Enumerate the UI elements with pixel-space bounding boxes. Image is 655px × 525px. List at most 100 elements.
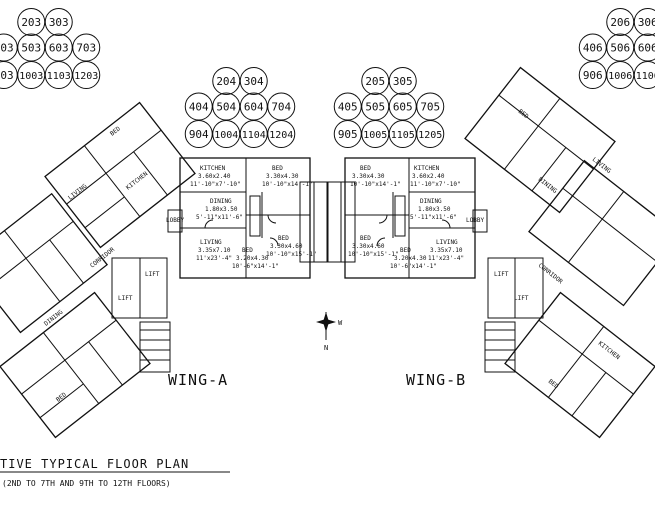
wing-b-room-labels: BED 3.30x4.30 10'-10"x14'-1" KITCHEN 3.6…: [348, 165, 564, 302]
wing-a-label: WING-A: [168, 371, 228, 389]
unit-circle: [44, 8, 73, 36]
room-name: KITCHEN: [125, 170, 150, 191]
wing-b-central-block: [326, 157, 488, 279]
unit-number-label: 604: [244, 101, 264, 114]
room-name: BED: [242, 247, 253, 254]
room-name: BED: [547, 378, 560, 390]
room-dimension: 3.35x7.10: [430, 247, 463, 254]
room-name: LIFT: [145, 271, 160, 278]
unit-number-label: 403: [0, 42, 14, 55]
unit-number-label: 703: [76, 42, 96, 55]
room-name: DINING: [210, 198, 232, 205]
unit-number-label: 504: [216, 101, 236, 114]
unit-circle: [267, 120, 296, 148]
unit-number-label: 204: [216, 75, 236, 88]
room-dimension-imperial: 10'-10"x15'-1": [266, 251, 317, 258]
unit-number-label: 404: [189, 101, 209, 114]
room-name: LIFT: [494, 271, 509, 278]
room-name: KITCHEN: [597, 340, 622, 361]
room-name: LIVING: [67, 182, 89, 201]
unit-circle: [388, 67, 417, 95]
unit-number-label: 306: [638, 16, 655, 29]
unit-circle: [416, 120, 445, 148]
room-dimension-imperial: 11'-10"x7'-10": [410, 181, 461, 188]
room-dimension-imperial: 10'-6"x14'-1": [390, 263, 437, 270]
room-dimension: 3.30x4.30: [266, 173, 299, 180]
unit-number-label: 205: [365, 75, 385, 88]
unit-number-label: 503: [21, 42, 41, 55]
room-dimension-imperial: 5'-11"x11'-6": [196, 214, 243, 221]
room-dimension: 3.20x4.30: [236, 255, 269, 262]
unit-number-label: 903: [0, 69, 14, 82]
unit-number-label: 905: [338, 128, 358, 141]
room-dimension-imperial: 11'-10"x7'-10": [190, 181, 241, 188]
unit-circle: [633, 8, 655, 36]
room-name: BED: [400, 247, 411, 254]
room-name: BED: [517, 108, 530, 120]
room-dimension: 3.60x2.40: [412, 173, 445, 180]
room-name: LIFT: [118, 295, 133, 302]
unit-number-label: 405: [338, 101, 358, 114]
room-dimension: 1.80x3.50: [418, 206, 451, 213]
unit-number-label: 1205: [418, 130, 442, 141]
room-dimension: 3.60x2.40: [198, 173, 231, 180]
unit-number-label: 506: [610, 42, 630, 55]
unit-number-label: 606: [638, 42, 655, 55]
room-dimension-imperial: 5'-11"x11'-6": [410, 214, 457, 221]
room-dimension-imperial: 10'-10"x14'-1": [262, 181, 313, 188]
unit-number-label: 1005: [363, 130, 387, 141]
unit-number-label: 505: [365, 101, 385, 114]
unit-number-label: 305: [393, 75, 413, 88]
room-dimension: 3.30x4.30: [352, 173, 385, 180]
compass-west-label: W: [338, 319, 343, 327]
room-name: LIVING: [436, 239, 458, 246]
unit-number-label: 1004: [214, 130, 238, 141]
unit-number-label: 206: [610, 16, 630, 29]
room-dimension-imperial: 10'-10"x15'-1": [348, 251, 399, 258]
unit-number-label: 603: [49, 42, 69, 55]
unit-number-label: 904: [189, 128, 209, 141]
unit-number-label: 1003: [19, 71, 43, 82]
unit-number-label: 605: [393, 101, 413, 114]
unit-circle: [633, 61, 655, 89]
unit-number-clusters: 2033034035036037039031003110312032043044…: [0, 8, 655, 148]
unit-number-label: 1204: [269, 130, 293, 141]
unit-number-label: 704: [271, 101, 291, 114]
unit-number-label: 906: [583, 69, 603, 82]
wing-a-diagonal-blocks: [0, 101, 196, 439]
room-name: LOBBY: [166, 217, 184, 224]
unit-number-label: 303: [49, 16, 69, 29]
room-name: KITCHEN: [414, 165, 440, 172]
wing-a-room-labels: KITCHEN 3.60x2.40 11'-10"x7'-10" BED 3.3…: [89, 165, 317, 302]
room-name: LIVING: [200, 239, 222, 246]
unit-number-label: 203: [21, 16, 41, 29]
room-dimension: 3.20x4.30: [394, 255, 427, 262]
diagonal-room-labels: BED LIVING KITCHEN DINING BED BED LIVING…: [43, 108, 621, 404]
unit-number-label: 1105: [391, 130, 415, 141]
room-dimension: 3.30x4.60: [352, 243, 385, 250]
unit-circle: [72, 61, 101, 89]
room-dimension: 1.80x3.50: [205, 206, 238, 213]
unit-number-label: 705: [420, 101, 440, 114]
room-dimension: 3.30x4.60: [270, 243, 303, 250]
room-name: BED: [109, 125, 122, 137]
room-name: LOBBY: [466, 217, 484, 224]
room-name: BED: [272, 165, 283, 172]
room-name: LIFT: [514, 295, 529, 302]
unit-number-label: 1106: [636, 71, 655, 82]
room-dimension-imperial: 10'-6"x14'-1": [232, 263, 279, 270]
wing-b-label: WING-B: [406, 371, 466, 389]
compass-north-label: N: [324, 344, 328, 352]
unit-number-label: 1203: [74, 71, 98, 82]
room-name: CORRIDOR: [537, 262, 564, 286]
room-name: BED: [360, 235, 371, 242]
room-name: DINING: [537, 176, 559, 195]
unit-number-label: 1104: [242, 130, 266, 141]
plan-title: TIVE TYPICAL FLOOR PLAN: [0, 457, 189, 471]
room-dimension-imperial: 11'x23'-4": [428, 255, 464, 262]
unit-number-label: 1103: [47, 71, 71, 82]
room-dimension-imperial: 11'x23'-4": [196, 255, 232, 262]
room-name: KITCHEN: [200, 165, 226, 172]
unit-number-label: 406: [583, 42, 603, 55]
